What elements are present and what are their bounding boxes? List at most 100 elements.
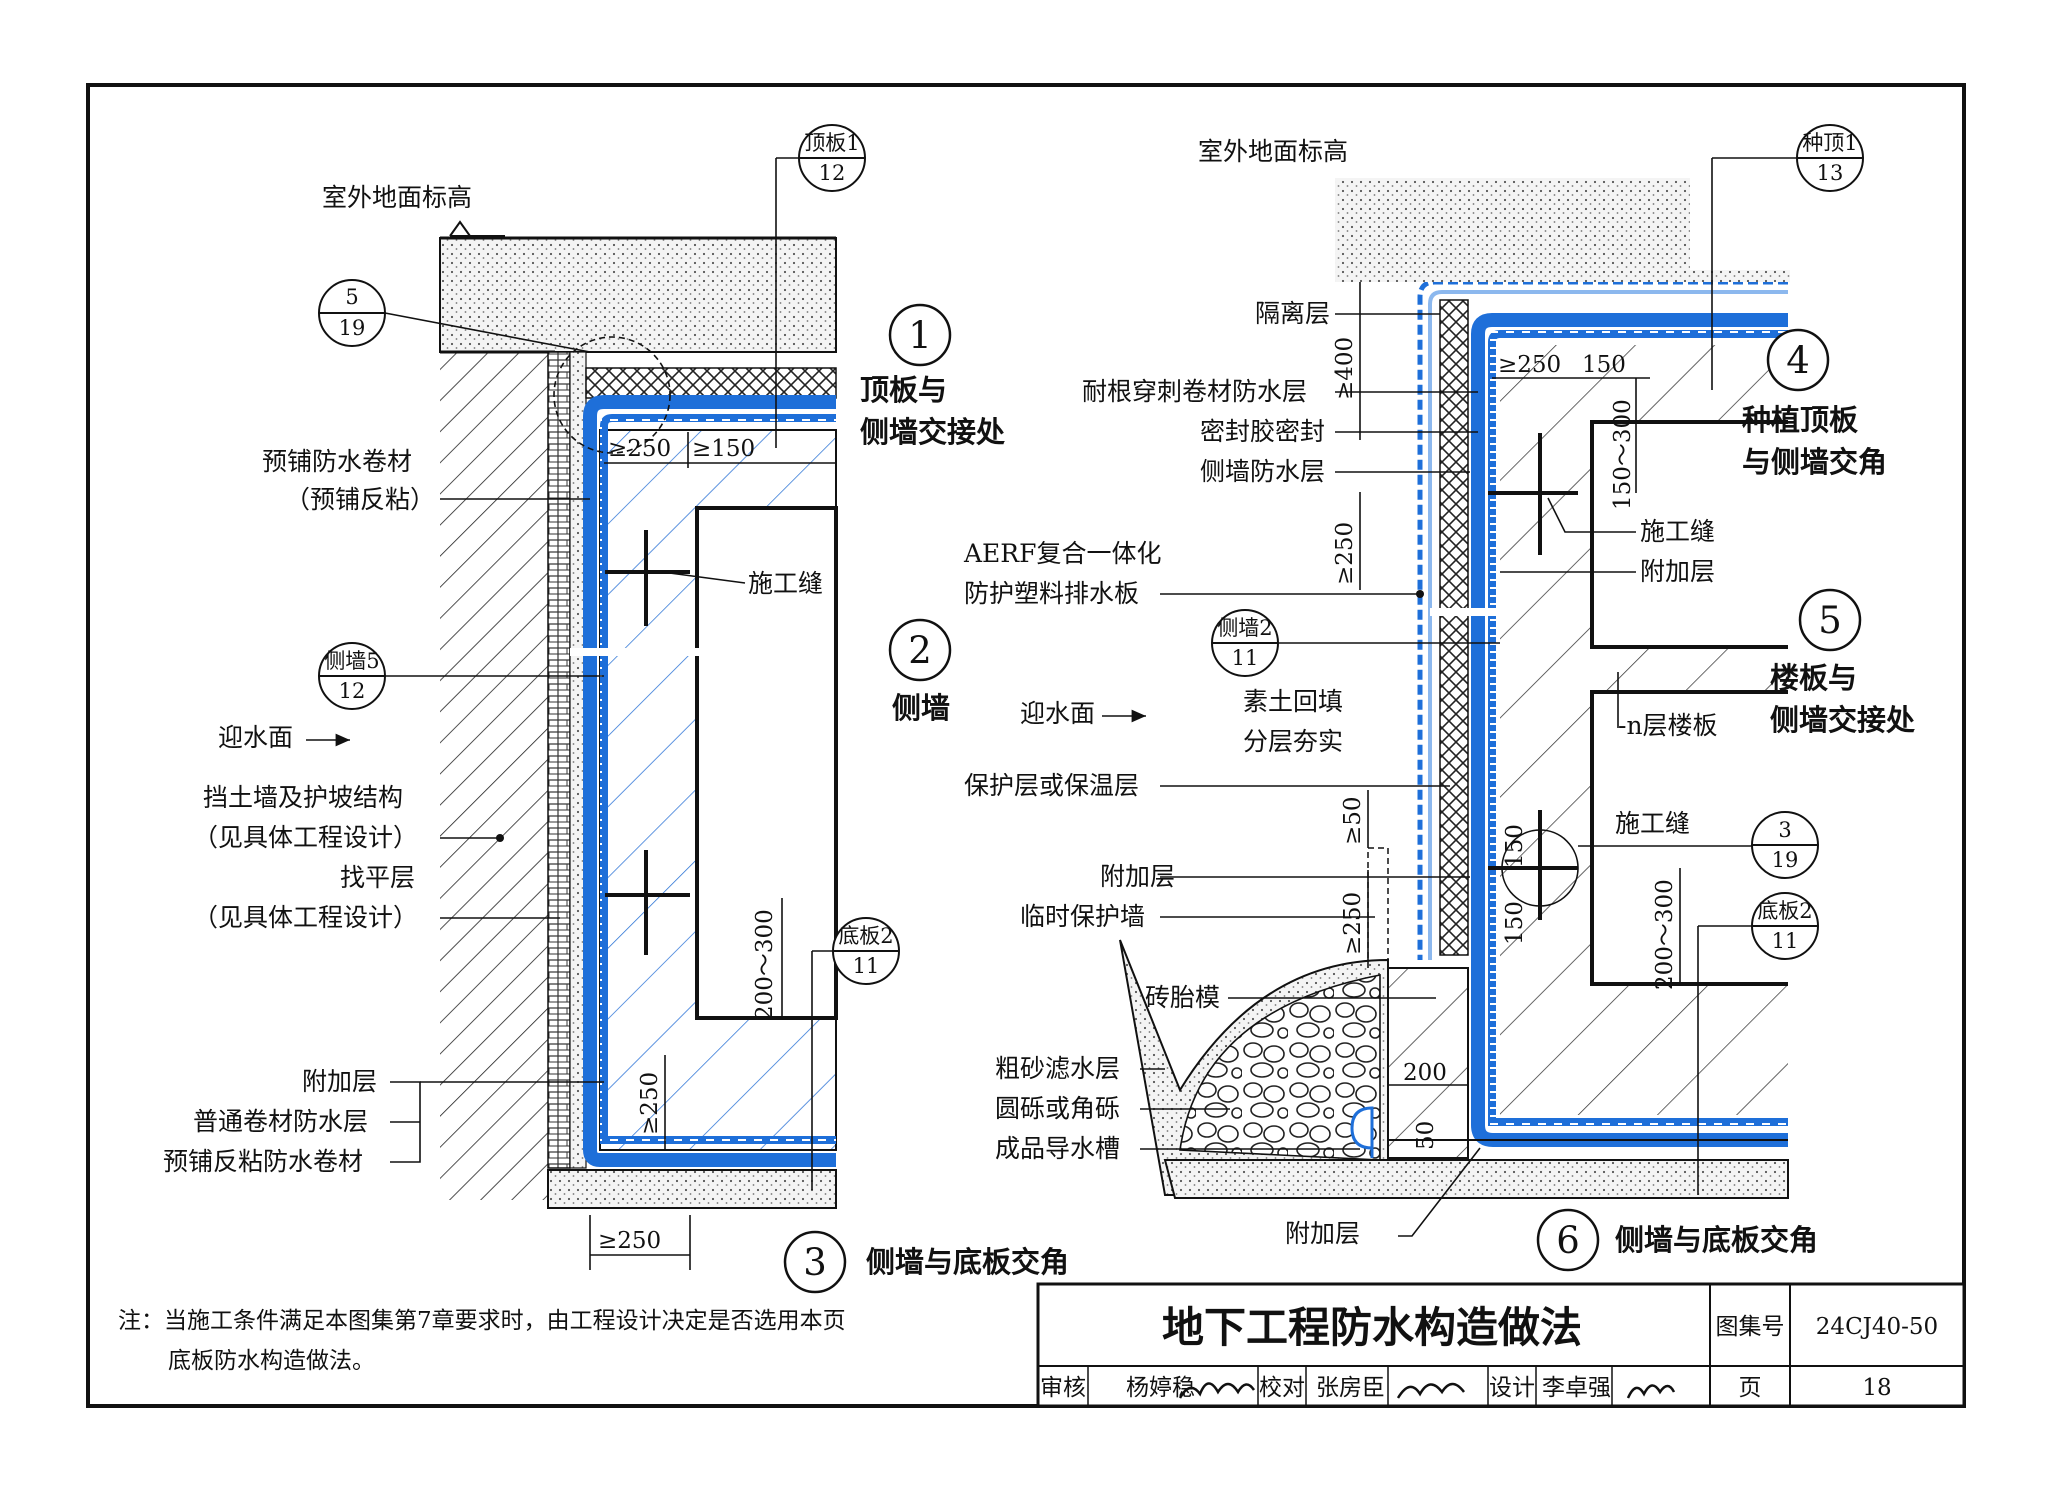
designer-name: 李卓强 bbox=[1542, 1375, 1611, 1401]
right-label-backfill1: 素土回填 bbox=[1243, 687, 1343, 716]
bubble-4-line1: 种植顶板 bbox=[1742, 403, 1859, 437]
roof-protection bbox=[585, 367, 837, 399]
bubble-1-line2: 侧墙交接处 bbox=[860, 415, 1005, 449]
note: 注：当施工条件满足本图集第7章要求时，由工程设计决定是否选用本页 底板防水构造做… bbox=[118, 1308, 846, 1374]
svg-text:顶板1: 顶板1 bbox=[804, 131, 859, 155]
right-protection-layer bbox=[1439, 299, 1469, 956]
right-dim-400: ≥400 bbox=[1332, 337, 1358, 400]
right-label-seal: 密封胶密封 bbox=[1200, 417, 1325, 446]
right-label-addlayer: 附加层 bbox=[1640, 557, 1715, 586]
drainage-trough bbox=[1350, 1106, 1374, 1158]
right-label-nfloor: -n层楼板 bbox=[1618, 711, 1718, 740]
svg-text:侧墙2: 侧墙2 bbox=[1217, 616, 1272, 640]
bubble-5-line1: 楼板与 bbox=[1770, 661, 1857, 695]
svg-text:19: 19 bbox=[1772, 848, 1799, 872]
bubble-4: 4 种植顶板 与侧墙交角 bbox=[1742, 328, 1887, 479]
right-dim-50: ≥50 bbox=[1340, 796, 1366, 845]
left-dim-250a: ≥250 bbox=[608, 436, 671, 462]
right-dim-150c: 150 bbox=[1502, 901, 1528, 945]
sheet-border bbox=[86, 83, 1966, 1408]
left-label-upstream: 迎水面 bbox=[218, 723, 293, 752]
ref-roof1-12: 顶板1 12 bbox=[775, 124, 866, 448]
checker-signature bbox=[1396, 1382, 1465, 1399]
title-block: 地下工程防水构造做法 图集号 24CJ40-50 页 18 审核 杨婷稳 校对 … bbox=[1036, 1282, 1966, 1408]
svg-text:11: 11 bbox=[853, 954, 880, 978]
temp-protective-wall bbox=[1367, 847, 1389, 969]
right-label-gravel: 圆砾或角砾 bbox=[995, 1094, 1120, 1123]
right-dim-200: 200 bbox=[1403, 1060, 1447, 1086]
bubble-5-line2: 侧墙交接处 bbox=[1770, 703, 1915, 737]
svg-text:5: 5 bbox=[1818, 599, 1842, 642]
right-label-add-bottom: 附加层 bbox=[1285, 1219, 1360, 1248]
left-label-add: 附加层 bbox=[302, 1067, 377, 1096]
ref-floor2-11-right: 底板2 11 bbox=[1697, 892, 1819, 1195]
right-dim-150b: 150 bbox=[1502, 824, 1528, 868]
right-label-upstream: 迎水面 bbox=[1020, 699, 1095, 728]
left-label-retain2: （见具体工程设计） bbox=[193, 823, 418, 852]
reviewer-name: 杨婷稳 bbox=[1126, 1375, 1195, 1401]
bubble-6-line1: 侧墙与底板交角 bbox=[1615, 1223, 1818, 1257]
right-label-joint2: 施工缝 bbox=[1615, 809, 1690, 838]
right-label-trough: 成品导水槽 bbox=[995, 1134, 1120, 1163]
right-label-sand: 粗砂滤水层 bbox=[995, 1054, 1120, 1083]
left-dim-250c: ≥250 bbox=[598, 1228, 661, 1254]
right-dim-250b: ≥250 bbox=[1332, 522, 1358, 585]
svg-text:3: 3 bbox=[803, 1241, 827, 1284]
ref-wall2-11: 侧墙2 11 bbox=[1211, 609, 1500, 677]
right-dim-250c: ≥250 bbox=[1340, 892, 1366, 955]
left-label-prelaid-rev: 预铺反粘防水卷材 bbox=[163, 1147, 363, 1176]
page-label: 页 bbox=[1739, 1375, 1762, 1401]
svg-text:12: 12 bbox=[819, 161, 846, 185]
right-construction-joint bbox=[1488, 433, 1579, 920]
ref-wall5-12: 侧墙5 12 bbox=[318, 642, 604, 710]
right-detail bbox=[1119, 178, 1790, 1199]
bubble-3: 3 侧墙与底板交角 bbox=[783, 1230, 1069, 1294]
svg-text:19: 19 bbox=[339, 316, 366, 340]
checker-name: 张房臣 bbox=[1316, 1375, 1385, 1401]
bubble-3-line1: 侧墙与底板交角 bbox=[866, 1245, 1069, 1279]
sheet-title: 地下工程防水构造做法 bbox=[1162, 1303, 1582, 1352]
svg-text:12: 12 bbox=[339, 679, 366, 703]
svg-text:侧墙5: 侧墙5 bbox=[324, 649, 379, 673]
left-dim-150: ≥150 bbox=[692, 436, 755, 462]
ref-plant1-13: 种顶1 13 bbox=[1711, 124, 1864, 390]
right-label-aerf1: AERF复合一体化 bbox=[963, 539, 1161, 568]
bottom-cushion bbox=[547, 1169, 837, 1209]
left-label-prelaid2: （预铺反粘） bbox=[285, 485, 435, 514]
right-dim-50b: 50 bbox=[1413, 1121, 1439, 1150]
ref-3-19: 3 19 bbox=[1751, 811, 1819, 879]
svg-text:5: 5 bbox=[345, 285, 358, 309]
right-grade-soil bbox=[1335, 178, 1690, 278]
left-label-level2: （见具体工程设计） bbox=[193, 903, 418, 932]
right-label-aerf2: 防护塑料排水板 bbox=[964, 579, 1139, 608]
right-dim-150a: 150 bbox=[1582, 352, 1626, 378]
left-dim-250b: ≥250 bbox=[637, 1072, 663, 1135]
right-label-isolation: 隔离层 bbox=[1255, 299, 1330, 328]
right-labels: 室外地面标高 种顶1 13 隔离层 耐根穿刺卷材防水层 密封胶密封 侧墙防水层 … bbox=[963, 124, 1864, 1248]
bubble-4-line2: 与侧墙交角 bbox=[1742, 445, 1887, 479]
brick-formwork bbox=[1387, 967, 1469, 1159]
svg-text:2: 2 bbox=[908, 629, 932, 672]
left-dim-200-300: 200～300 bbox=[752, 909, 778, 1020]
design-label: 设计 bbox=[1489, 1375, 1535, 1401]
retaining-soil bbox=[440, 352, 548, 1200]
svg-text:底板2: 底板2 bbox=[838, 924, 893, 948]
right-dim-150-300: 150～300 bbox=[1610, 399, 1636, 510]
right-label-backfill2: 分层夯实 bbox=[1243, 727, 1343, 756]
bubble-1: 1 顶板与 侧墙交接处 bbox=[860, 303, 1005, 449]
ref-floor2-11: 底板2 11 bbox=[811, 917, 900, 1190]
bubble-2-line1: 侧墙 bbox=[892, 691, 950, 725]
svg-text:底板2: 底板2 bbox=[1757, 899, 1812, 923]
svg-text:13: 13 bbox=[1817, 161, 1844, 185]
svg-text:6: 6 bbox=[1556, 1219, 1580, 1262]
gravel-layer bbox=[1179, 974, 1381, 1161]
atlas-number: 24CJ40-50 bbox=[1816, 1314, 1938, 1340]
left-waterproof-membrane bbox=[583, 395, 836, 1167]
bubble-6: 6 侧墙与底板交角 bbox=[1536, 1208, 1818, 1272]
construction-joint bbox=[605, 530, 690, 955]
right-label-protect: 保护层或保温层 bbox=[964, 771, 1139, 800]
left-label-level1: 找平层 bbox=[340, 863, 415, 892]
left-detail bbox=[439, 236, 838, 1209]
svg-text:3: 3 bbox=[1778, 818, 1791, 842]
